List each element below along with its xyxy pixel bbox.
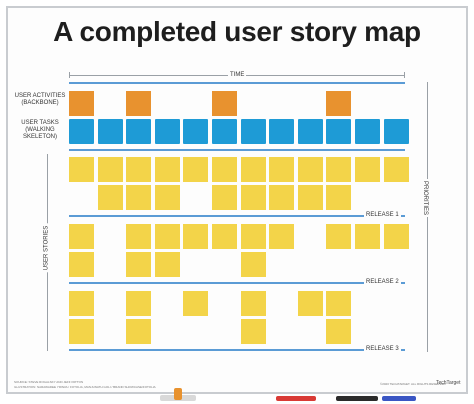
story-sticky-note-release-3 [183,291,208,316]
task-sticky-note [212,119,237,144]
story-sticky-note-release-2 [126,252,151,277]
story-sticky-note-release-1 [212,157,237,182]
task-sticky-note [69,119,94,144]
footer-source: SOURCE: STEVE ROGALSKY AND JEFF PATTON [14,380,84,384]
story-sticky-note-release-3 [69,291,94,316]
techtarget-logo: TechTarget [436,380,460,386]
story-sticky-note-release-1 [241,157,266,182]
task-sticky-note [126,119,151,144]
story-sticky-note-release-2 [241,224,266,249]
story-sticky-note-release-1 [241,185,266,210]
footer-copyright: ©2020 TECHTARGET. ALL RIGHTS RESERVED [380,382,446,386]
activity-sticky-note [212,91,237,116]
task-sticky-note [269,119,294,144]
story-sticky-note-release-2 [355,224,380,249]
story-sticky-note-release-1 [126,157,151,182]
story-sticky-note-release-2 [69,224,94,249]
story-sticky-note-release-3 [241,319,266,344]
task-sticky-note [241,119,266,144]
task-sticky-note [355,119,380,144]
whiteboard-tray [150,388,470,404]
techtarget-logo-text: TechTarget [436,380,461,386]
blue-marker [382,396,416,401]
backbone-divider-line [69,149,405,151]
story-sticky-note-release-1 [269,185,294,210]
story-sticky-note-release-3 [241,291,266,316]
story-sticky-note-release-3 [126,319,151,344]
story-sticky-note-release-1 [269,157,294,182]
story-sticky-note-release-1 [98,185,123,210]
story-sticky-note-release-2 [69,252,94,277]
task-sticky-note [183,119,208,144]
story-sticky-note-release-1 [384,157,409,182]
orange-marker [174,388,182,400]
story-sticky-note-release-2 [155,224,180,249]
story-sticky-note-release-1 [326,185,351,210]
story-sticky-note-release-1 [155,185,180,210]
activities-row-label: USER ACTIVITIES (BACKBONE) [14,93,66,106]
header-divider-line [69,82,405,84]
red-marker [276,396,316,401]
story-sticky-note-release-2 [155,252,180,277]
priorities-axis-label: PRIORITIES [422,178,429,218]
story-sticky-note-release-2 [384,224,409,249]
task-sticky-note [298,119,323,144]
story-sticky-note-release-2 [126,224,151,249]
story-sticky-note-release-2 [326,224,351,249]
release-3-line [69,349,405,351]
story-sticky-note-release-1 [355,157,380,182]
time-axis-end-tick [404,72,405,78]
story-sticky-note-release-1 [212,185,237,210]
time-axis-label: TIME [228,72,247,78]
story-sticky-note-release-3 [326,319,351,344]
story-sticky-note-release-1 [298,185,323,210]
story-sticky-note-release-2 [269,224,294,249]
story-sticky-note-release-3 [69,319,94,344]
page-title: A completed user story map [53,16,421,47]
story-sticky-note-release-2 [183,224,208,249]
release-2-label: RELEASE 2 [364,279,401,285]
story-sticky-note-release-1 [69,157,94,182]
story-sticky-note-release-1 [298,157,323,182]
task-sticky-note [98,119,123,144]
story-sticky-note-release-3 [298,291,323,316]
task-sticky-note [384,119,409,144]
footer-illustration-credit: ILLUSTRATION: NARAWADEE YIPARA / FOTOLIA… [14,385,156,389]
release-3-label: RELEASE 3 [364,346,401,352]
release-1-line [69,215,405,217]
black-marker [336,396,378,401]
user-stories-axis-label: USER STORIES [43,223,50,273]
story-sticky-note-release-1 [98,157,123,182]
story-sticky-note-release-3 [326,291,351,316]
release-1-label: RELEASE 1 [364,212,401,218]
story-sticky-note-release-2 [212,224,237,249]
tasks-row-label: USER TASKS (WALKING SKELETON) [21,120,59,140]
story-sticky-note-release-1 [183,157,208,182]
story-sticky-note-release-1 [155,157,180,182]
release-2-line [69,282,405,284]
story-sticky-note-release-3 [126,291,151,316]
activity-sticky-note [69,91,94,116]
story-sticky-note-release-1 [326,157,351,182]
task-sticky-note [326,119,351,144]
story-sticky-note-release-1 [126,185,151,210]
activity-sticky-note [326,91,351,116]
activity-sticky-note [126,91,151,116]
task-sticky-note [155,119,180,144]
time-axis-start-tick [69,72,70,78]
story-sticky-note-release-2 [241,252,266,277]
